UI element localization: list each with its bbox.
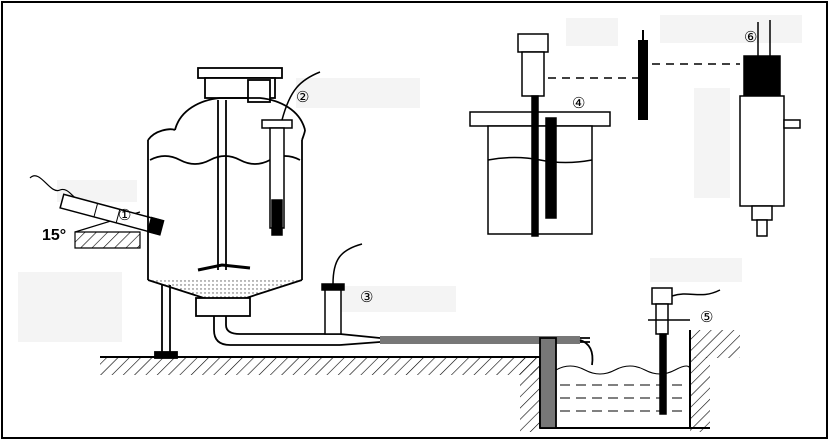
- sensor-2-number: ②: [296, 89, 309, 106]
- reactor-4: [469, 33, 640, 237]
- label-placeholders: [18, 15, 802, 342]
- sensor-3: [321, 243, 363, 335]
- sensor-1-number: ①: [118, 207, 131, 224]
- basin: [555, 365, 691, 412]
- vessel: [147, 67, 306, 359]
- sensor-4-number: ④: [572, 95, 585, 112]
- sensor-5-number: ⑤: [700, 309, 713, 326]
- flow-cell-6: [739, 20, 801, 237]
- sensor-1-mount: [29, 175, 165, 249]
- standalone-probe: [638, 30, 740, 120]
- pipe: [213, 316, 594, 429]
- sensor-5: [648, 287, 721, 415]
- angle-label: 15°: [42, 227, 66, 244]
- sensor-6-number: ⑥: [744, 29, 757, 46]
- sensor-3-number: ③: [360, 289, 373, 306]
- sensor-2: [261, 71, 321, 236]
- floor: [100, 330, 740, 432]
